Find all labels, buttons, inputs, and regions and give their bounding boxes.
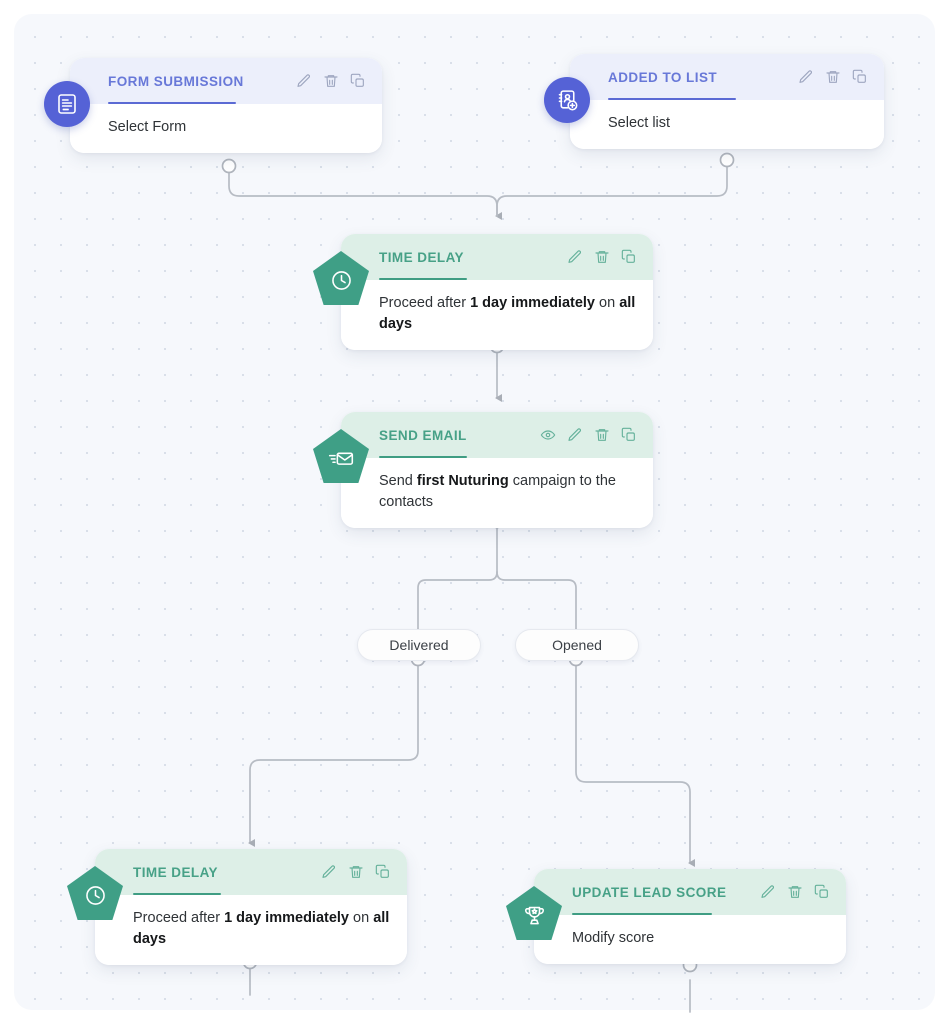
node-actions [540, 427, 637, 443]
edit-icon[interactable] [760, 884, 776, 900]
node-time-delay-2[interactable]: TIME DELAY Proceed after 1 day immediate… [67, 849, 407, 966]
title-underline [608, 97, 736, 100]
node-body: Send first Nuturing campaign to the cont… [379, 473, 616, 511]
form-document-icon [44, 81, 90, 127]
node-actions [567, 249, 637, 265]
node-header: ADDED TO LIST [570, 54, 884, 100]
node-added-to-list[interactable]: ADDED TO LIST Select list [544, 54, 884, 150]
node-body: Select Form [108, 119, 187, 135]
node-send-email[interactable]: SEND EMAIL Send first Nuturing campaign … [313, 412, 653, 529]
delete-icon[interactable] [787, 884, 803, 900]
node-actions [760, 884, 830, 900]
node-actions [296, 73, 366, 89]
branch-label: Opened [552, 637, 602, 653]
duplicate-icon[interactable] [621, 427, 637, 443]
duplicate-icon[interactable] [852, 69, 868, 85]
node-update-lead-score[interactable]: UPDATE LEAD SCORE Modify score [506, 869, 846, 965]
branch-label: Delivered [389, 637, 449, 653]
node-title: TIME DELAY [133, 864, 219, 880]
edit-icon[interactable] [321, 864, 337, 880]
node-actions [321, 864, 391, 880]
node-title: FORM SUBMISSION [108, 73, 244, 89]
delete-icon[interactable] [348, 864, 364, 880]
title-underline [133, 892, 221, 895]
node-body: Proceed after 1 day immediately on all d… [379, 295, 636, 333]
duplicate-icon[interactable] [621, 249, 637, 265]
branch-delivered[interactable]: Delivered [357, 629, 481, 661]
node-actions [798, 69, 868, 85]
title-underline [379, 455, 467, 458]
delete-icon[interactable] [594, 427, 610, 443]
delete-icon[interactable] [323, 73, 339, 89]
node-form-submission[interactable]: FORM SUBMISSION Select Form [44, 58, 382, 154]
node-time-delay-1[interactable]: TIME DELAY Proceed after 1 day immediate… [313, 234, 653, 351]
preview-icon[interactable] [540, 427, 556, 443]
edit-icon[interactable] [567, 427, 583, 443]
node-title: SEND EMAIL [379, 427, 467, 443]
node-header: UPDATE LEAD SCORE [534, 869, 846, 915]
title-underline [108, 101, 236, 104]
node-body: Proceed after 1 day immediately on all d… [133, 910, 390, 948]
node-title: TIME DELAY [379, 249, 465, 265]
node-header: SEND EMAIL [341, 412, 653, 458]
add-contact-to-list-icon [544, 77, 590, 123]
node-body: Modify score [572, 930, 655, 946]
branch-opened[interactable]: Opened [515, 629, 639, 661]
node-header: FORM SUBMISSION [70, 58, 382, 104]
node-title: UPDATE LEAD SCORE [572, 884, 727, 900]
duplicate-icon[interactable] [350, 73, 366, 89]
edit-icon[interactable] [798, 69, 814, 85]
node-body: Select list [608, 115, 671, 131]
node-header: TIME DELAY [95, 849, 407, 895]
delete-icon[interactable] [825, 69, 841, 85]
duplicate-icon[interactable] [375, 864, 391, 880]
title-underline [572, 912, 712, 915]
delete-icon[interactable] [594, 249, 610, 265]
edit-icon[interactable] [567, 249, 583, 265]
duplicate-icon[interactable] [814, 884, 830, 900]
edit-icon[interactable] [296, 73, 312, 89]
node-title: ADDED TO LIST [608, 69, 718, 85]
title-underline [379, 277, 467, 280]
node-header: TIME DELAY [341, 234, 653, 280]
